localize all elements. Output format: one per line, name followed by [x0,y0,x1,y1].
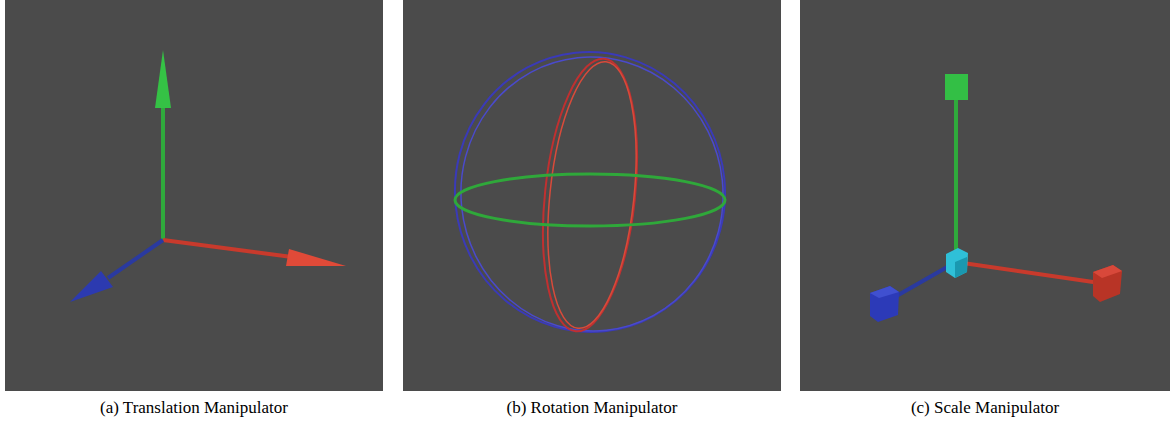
subfigure-caption: (c) Scale Manipulator [911,398,1059,418]
z-ring [441,39,739,346]
x-handle-top [1093,265,1122,278]
subfigure-caption: (b) Rotation Manipulator [507,398,678,418]
y-handle [945,74,968,100]
x-arrowhead [286,249,346,266]
x-handle [1093,265,1122,302]
z-handle-top [870,286,899,298]
uniform-handle-side [955,257,967,278]
y-ring [455,174,725,226]
x-ring [536,57,648,332]
y-arrowhead [155,50,171,108]
x-axis [956,262,1100,283]
rotation-panel [403,0,781,391]
subfigure-caption: (a) Translation Manipulator [100,398,288,418]
z-axis [108,240,163,278]
z-ring [447,44,736,344]
x-ring [531,54,649,336]
z-handle [870,286,899,322]
viewport-background [403,0,781,391]
z-arrowhead [70,271,113,302]
y-axis [954,98,958,262]
viewport-background [800,0,1170,391]
viewport-background [5,0,383,391]
x-axis [163,240,292,257]
y-axis [161,105,165,240]
scale-panel [800,0,1170,391]
translation-panel [5,0,383,391]
uniform-handle [946,248,968,278]
